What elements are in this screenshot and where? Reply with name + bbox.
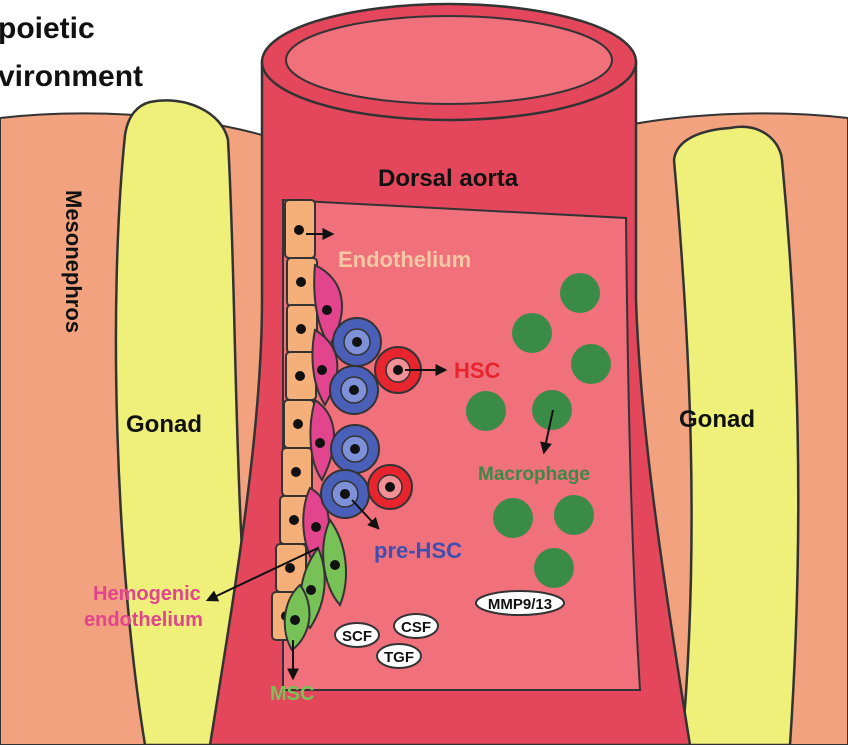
dorsal-aorta-label: Dorsal aorta bbox=[378, 165, 519, 192]
mesonephros-label: Mesonephros bbox=[61, 190, 86, 333]
aorta-opening-inner bbox=[286, 16, 612, 104]
title-line-1: poietic bbox=[0, 12, 95, 45]
gonad-right-shape bbox=[674, 127, 798, 745]
msc-label: MSC bbox=[270, 683, 314, 705]
endothelial-nucleus bbox=[294, 225, 304, 235]
macrophage-cell bbox=[534, 548, 574, 588]
gonad-left-label: Gonad bbox=[126, 411, 202, 438]
factor-mmp-label: MMP9/13 bbox=[488, 596, 552, 613]
macrophage-cell bbox=[512, 313, 552, 353]
factor-scf-label: SCF bbox=[342, 628, 372, 645]
factor-tgf-pill: TGF bbox=[377, 644, 421, 668]
macrophage-cell bbox=[554, 495, 594, 535]
endothelial-nucleus bbox=[293, 419, 303, 429]
macrophage-cell bbox=[571, 344, 611, 384]
factor-tgf-label: TGF bbox=[384, 649, 414, 666]
factor-scf-pill: SCF bbox=[335, 623, 379, 647]
endothelial-nucleus bbox=[295, 371, 305, 381]
hemogenic-label-line1: Hemogenic bbox=[93, 583, 201, 605]
pre-hsc-cell bbox=[331, 425, 379, 473]
macrophage-cell bbox=[493, 498, 533, 538]
endothelium-label: Endothelium bbox=[338, 247, 471, 272]
hsc-cell bbox=[368, 465, 412, 509]
pre-hsc-cell bbox=[330, 366, 378, 414]
macrophage-cell bbox=[560, 273, 600, 313]
endothelial-nucleus bbox=[296, 277, 306, 287]
endothelial-nucleus bbox=[296, 324, 306, 334]
hemogenic-label-line2: endothelium bbox=[84, 609, 203, 631]
endothelial-nucleus bbox=[291, 467, 301, 477]
hsc-label: HSC bbox=[454, 358, 501, 383]
factor-csf-pill: CSF bbox=[394, 614, 438, 638]
macrophage-cell bbox=[466, 391, 506, 431]
title-line-2: vironment bbox=[0, 60, 143, 93]
pre-hsc-cell bbox=[333, 318, 381, 366]
pre-hsc-label: pre-HSC bbox=[374, 538, 462, 563]
factor-mmp-pill: MMP9/13 bbox=[476, 591, 564, 615]
macrophage-label: Macrophage bbox=[478, 464, 590, 485]
endothelial-nucleus bbox=[289, 515, 299, 525]
gonad-right-label: Gonad bbox=[679, 406, 755, 433]
factor-csf-label: CSF bbox=[401, 619, 431, 636]
endothelial-nucleus bbox=[285, 563, 295, 573]
